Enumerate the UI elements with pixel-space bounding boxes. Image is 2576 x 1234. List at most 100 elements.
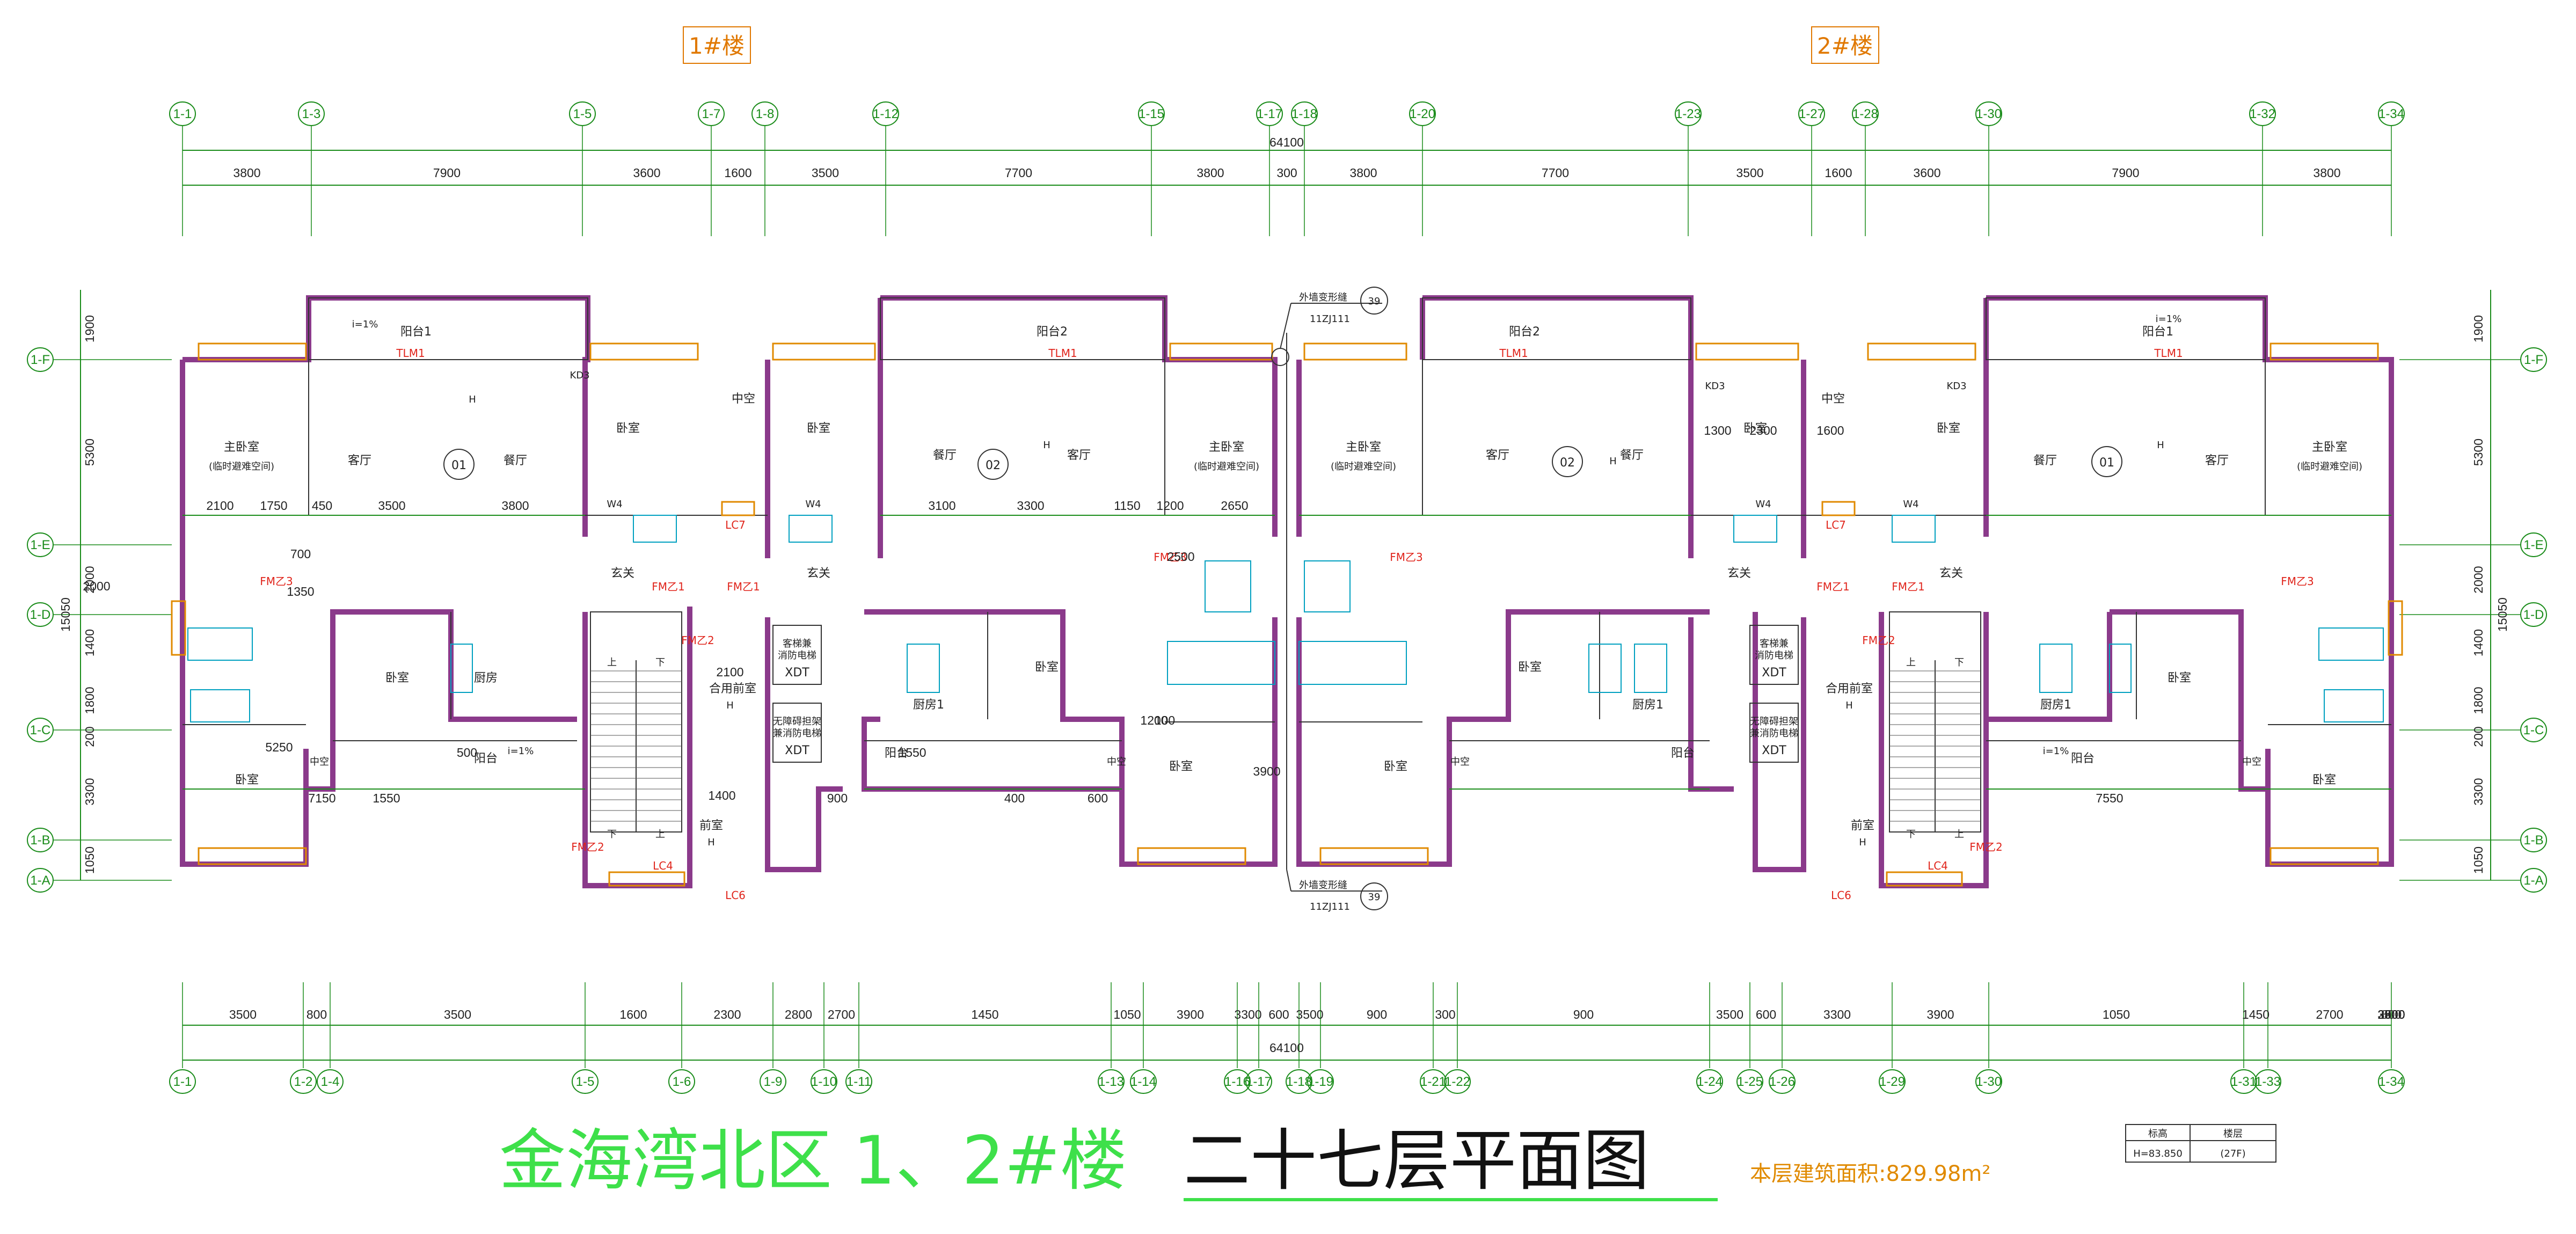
bottom-axis-1-34-bubble	[2378, 1069, 2405, 1094]
building-2-label-box	[1811, 26, 1879, 64]
left-axis-1-D-bubble	[27, 602, 54, 627]
tag-h-1: H	[469, 394, 476, 405]
bottom-dim-3: 1600	[619, 1007, 647, 1021]
bottom-dim-11: 600	[1268, 1007, 1289, 1021]
right-side-dim-0: 1900	[2471, 315, 2485, 342]
tag-h-5: H	[726, 700, 734, 711]
tag-fm1-d: FM乙1	[1892, 580, 1924, 593]
bottom-axis-1-4-label: 1-4	[321, 1075, 340, 1089]
top-axis-1-7-bubble	[698, 101, 725, 126]
bottom-dim-23: 2800	[2377, 1007, 2405, 1021]
bottom-axis-1-14-bubble	[1130, 1069, 1157, 1094]
right-axis-1-F-label: 1-F	[2524, 353, 2543, 367]
joint-code-bottom: 11ZJ111	[1310, 901, 1350, 912]
room-balcony2-right: 阳台2	[1509, 325, 1540, 339]
top-dim-6: 3800	[1196, 166, 1224, 180]
bottom-axis-1-1-bubble	[169, 1069, 196, 1094]
bottom-axis-1-29-label: 1-29	[1879, 1075, 1905, 1089]
tag-h-3: H	[1609, 456, 1617, 467]
bottom-axis-1-33-bubble	[2254, 1069, 2281, 1094]
level-table	[2125, 1124, 2276, 1163]
room-dim-27: 2000	[83, 579, 110, 593]
right-axis-1-C-label: 1-C	[2523, 723, 2544, 738]
tag-w4-b: W4	[805, 499, 821, 510]
left-axis-1-E-bubble	[27, 532, 54, 557]
joint-num-circle-bottom	[1360, 882, 1388, 910]
room-dim-14: 2100	[716, 665, 743, 679]
tag-lc4-b: LC4	[1928, 859, 1948, 872]
bottom-dim-26: 800	[2381, 1007, 2402, 1021]
room-balcony-b: 阳台	[885, 747, 908, 760]
unit-01-circle-1	[443, 449, 475, 480]
left-side-dim-6: 3300	[83, 778, 97, 805]
room-front-a: 前室	[699, 819, 723, 833]
room-atrium-a: 中空	[732, 392, 755, 406]
tag-fm3-a: FM乙3	[260, 575, 293, 588]
building-2-label: 2#楼	[1817, 33, 1873, 59]
tag-h-8: H	[1859, 837, 1866, 848]
tag-lc4-a: LC4	[653, 859, 673, 872]
top-dim-1: 7900	[433, 166, 461, 180]
room-balcony-c: 阳台	[1671, 747, 1695, 760]
balconies	[308, 297, 2266, 360]
joint-num-top: 39	[1368, 296, 1381, 307]
tag-lc6-b: LC6	[1831, 889, 1851, 902]
room-shared-front-b: 合用前室	[1826, 682, 1873, 696]
room-master-4: 主卧室	[2312, 441, 2347, 454]
top-axis-1-5-label: 1-5	[573, 107, 592, 121]
level-table-h: H=83.850	[2133, 1148, 2183, 1159]
bottom-axis-1-25-bubble	[1736, 1069, 1763, 1094]
bottom-axis-1-4-bubble	[317, 1069, 344, 1094]
tag-w4-d: W4	[1903, 499, 1918, 510]
room-dim-2: 450	[312, 499, 332, 513]
top-dim-2: 3600	[633, 166, 660, 180]
title-block: 金海湾北区 1、2#楼 二十七层平面图 本层建筑面积:829.98m² 标高 楼…	[499, 1122, 2276, 1201]
bottom-axis-1-1-label: 1-1	[173, 1075, 192, 1089]
top-axis-1-34-bubble	[2378, 101, 2405, 126]
room-master-2: 主卧室	[1209, 441, 1244, 454]
tag-lc7-a: LC7	[725, 519, 746, 531]
bottom-dim-17: 600	[1756, 1007, 1776, 1021]
room-dim-5: 3100	[928, 499, 955, 513]
room-master-3: 主卧室	[1346, 441, 1381, 454]
top-total-dim: 64100	[1269, 135, 1304, 149]
room-front-b: 前室	[1851, 819, 1874, 833]
left-axis-1-C-bubble	[27, 718, 54, 742]
top-axis-1-32-label: 1-32	[2250, 107, 2275, 121]
room-dining-3: 餐厅	[1620, 449, 1644, 462]
bottom-axis-1-30-bubble	[1975, 1069, 2002, 1094]
room-dim-29: 700	[290, 547, 311, 561]
room-bedroom-i: 卧室	[235, 773, 259, 787]
unit-01-label-1: 01	[451, 459, 466, 472]
bottom-axis-1-21-bubble	[1420, 1069, 1447, 1094]
bottom-axis-1-21-label: 1-21	[1420, 1075, 1446, 1089]
bottom-axis-1-33-label: 1-33	[2255, 1075, 2281, 1089]
bottom-axis-1-22-label: 1-22	[1444, 1075, 1470, 1089]
bottom-axis-1-2-bubble	[290, 1069, 317, 1094]
building-1-label-box	[683, 26, 751, 64]
top-axis-1-18-label: 1-18	[1291, 107, 1317, 121]
room-dim-0: 2100	[206, 499, 233, 513]
bottom-dim-8: 1050	[1113, 1007, 1141, 1021]
top-dim-12: 3600	[1913, 166, 1940, 180]
room-bedroom-k: 卧室	[1384, 760, 1407, 773]
building-1-label: 1#楼	[689, 33, 745, 59]
tag-w4-a: W4	[607, 499, 622, 510]
top-axis-1-8-bubble	[751, 101, 778, 126]
stair-steps	[590, 670, 1981, 822]
top-axis-1-17-bubble	[1256, 101, 1283, 126]
room-hall-d: 玄关	[1939, 567, 1963, 580]
stair-up-label-4: 上	[1954, 829, 1964, 840]
bottom-dim-0: 3500	[229, 1007, 257, 1021]
room-hall-a: 玄关	[611, 567, 634, 580]
stair-down-label-4: 下	[1906, 829, 1916, 840]
building-labels: 1#楼 2#楼	[683, 26, 1879, 64]
top-dim-4: 3500	[812, 166, 839, 180]
elevator-xdt-3: XDT	[1762, 666, 1786, 680]
tag-fm3-b: FM乙3	[1154, 551, 1186, 564]
left-axis-1-D-label: 1-D	[30, 608, 51, 622]
joint-num-circle-top	[1360, 287, 1388, 315]
room-atrium-b: 中空	[1821, 392, 1845, 406]
bottom-dim-7: 1450	[971, 1007, 998, 1021]
